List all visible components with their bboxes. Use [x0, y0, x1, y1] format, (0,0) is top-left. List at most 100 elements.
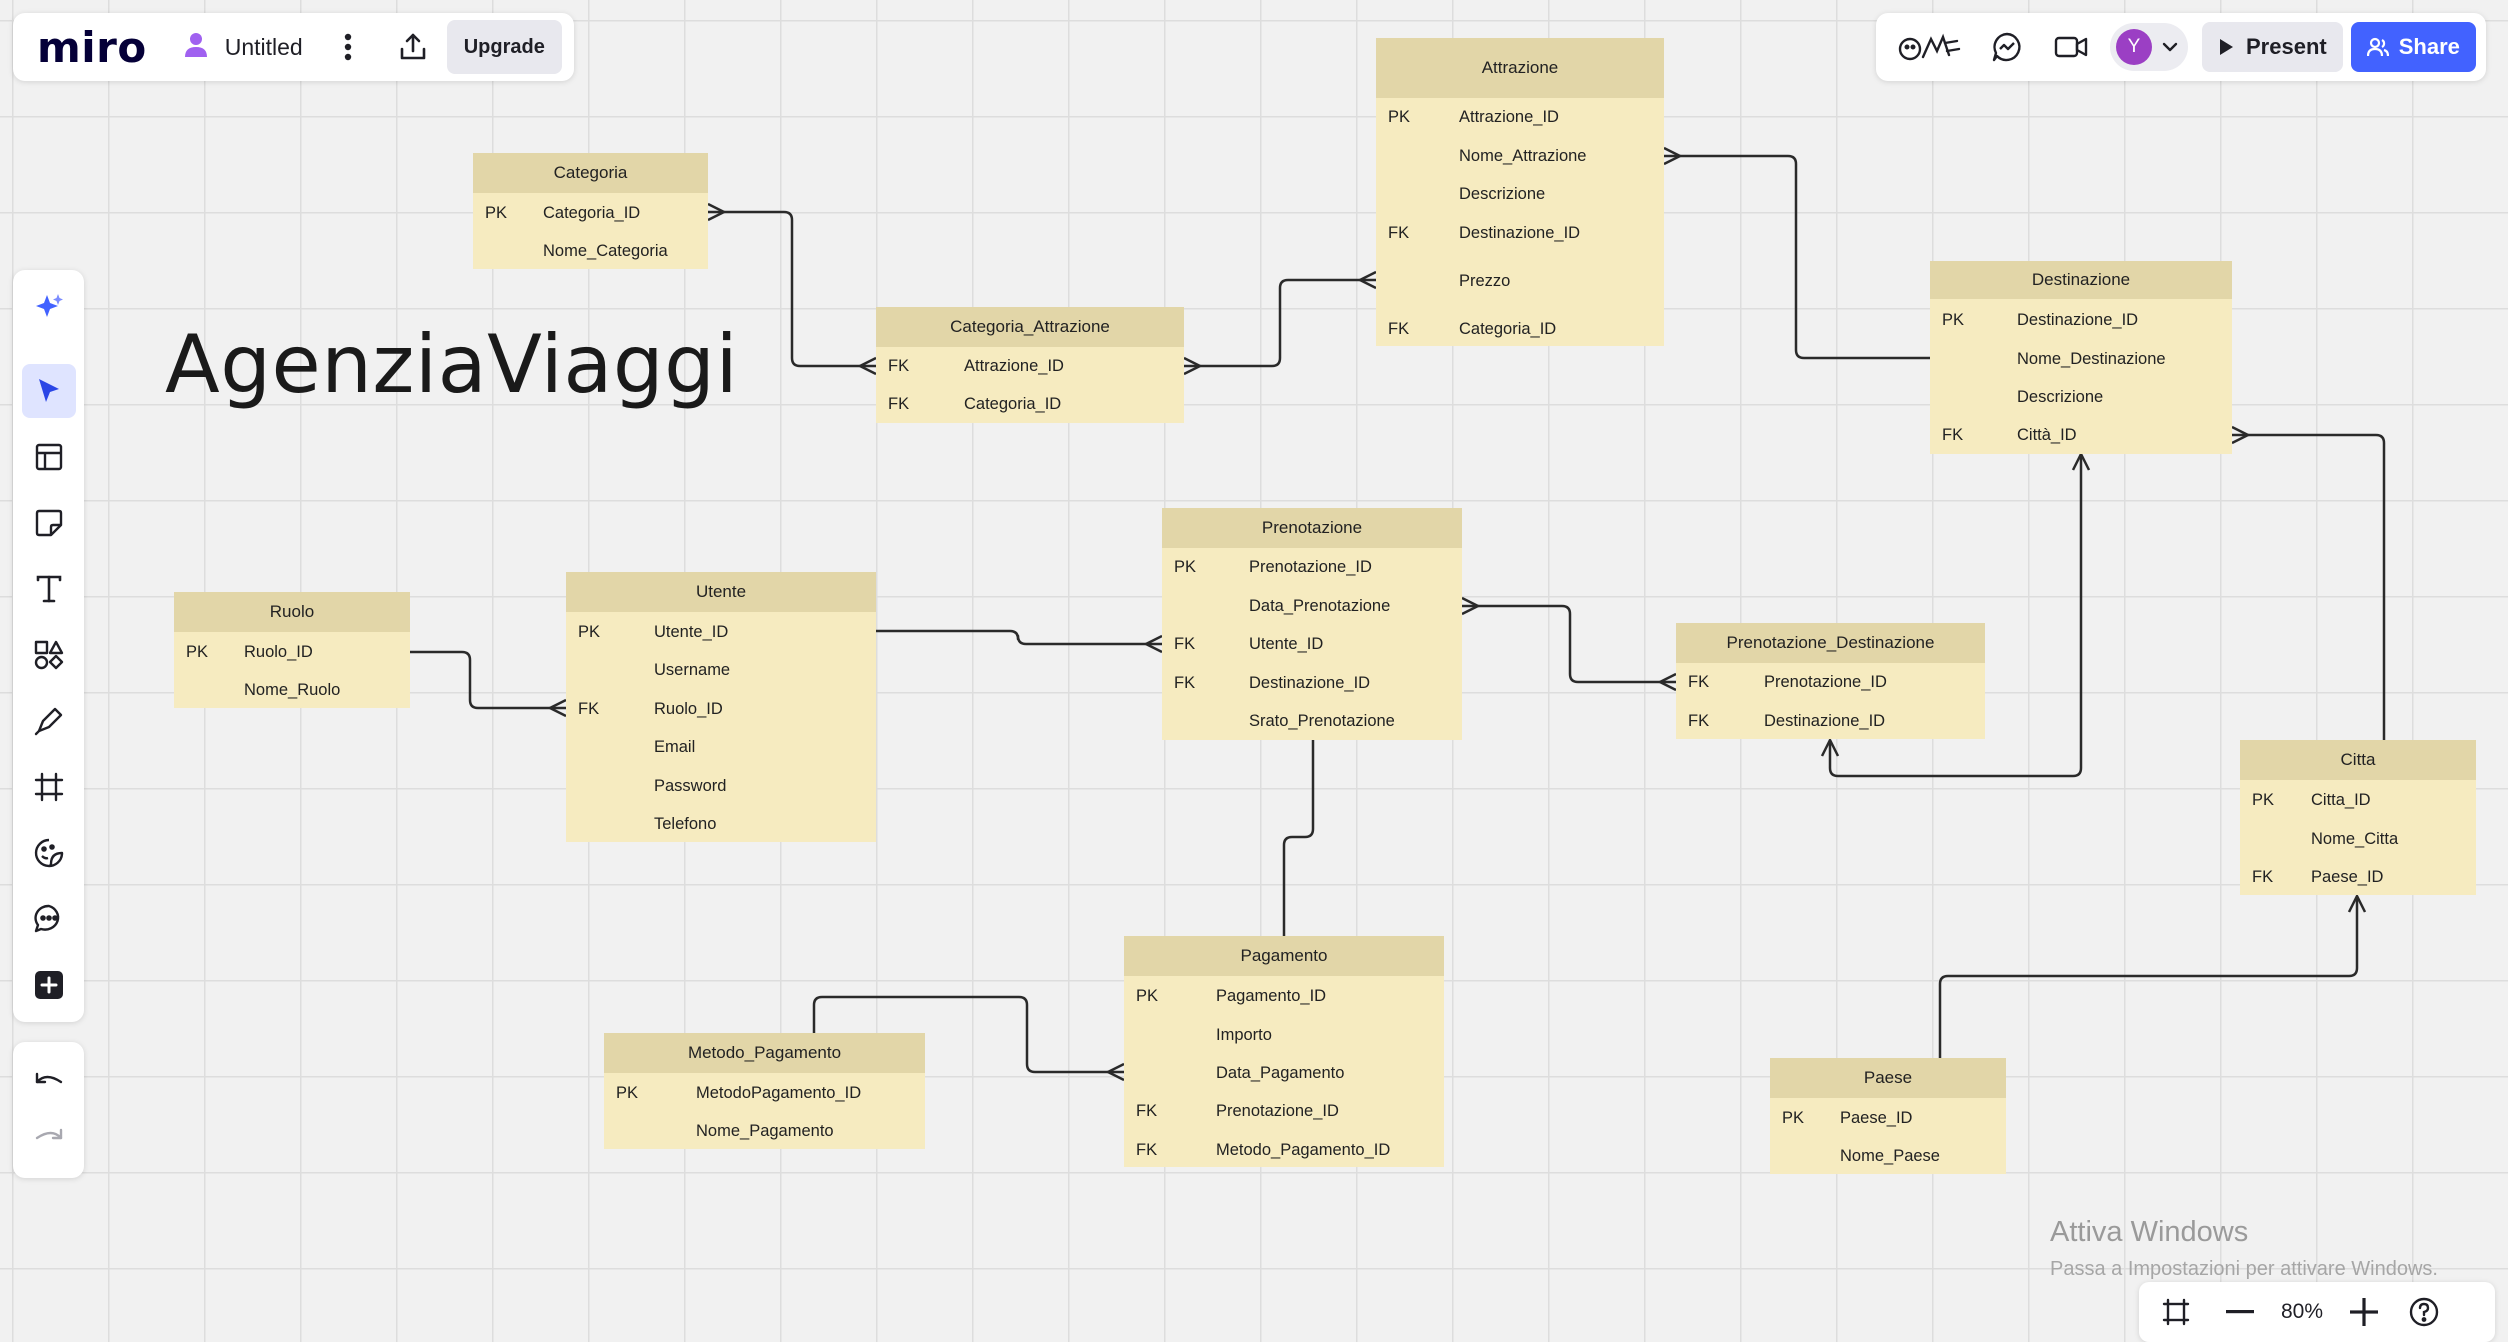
entity-citta[interactable]: Citta PK Citta_ID Nome_Citta FK Paese_ID — [2240, 740, 2476, 895]
key-label: PK — [1388, 108, 1411, 126]
connector-attrazione-destinazione[interactable] — [1664, 154, 1930, 360]
connector-utente-prenotazione[interactable] — [876, 629, 1162, 646]
zoom-out-icon[interactable] — [2215, 1287, 2265, 1337]
entity-row: FK Categoria_ID — [1376, 317, 1664, 341]
upgrade-button[interactable]: Upgrade — [446, 20, 562, 74]
connector-prenotazione-prenotazione-destinazione[interactable] — [1462, 604, 1676, 684]
entity-attrazione[interactable]: Attrazione PK Attrazione_ID Nome_Attrazi… — [1376, 38, 1664, 346]
board-title[interactable]: Untitled — [224, 33, 303, 60]
zoom-in-icon[interactable] — [2339, 1287, 2389, 1337]
connector-citta-paese[interactable] — [1938, 896, 2359, 1058]
select-cursor-icon[interactable] — [22, 364, 76, 418]
column-name: Prenotazione_ID — [1764, 673, 1887, 691]
column-name: Srato_Prenotazione — [1249, 712, 1395, 730]
key-label: FK — [1174, 635, 1196, 653]
entity-title: Attrazione — [1376, 38, 1664, 98]
entity-row: PK MetodoPagamento_ID — [604, 1081, 925, 1105]
crowfoot-marker — [1461, 596, 1480, 616]
connector-prenotazione-pagamento[interactable] — [1282, 740, 1315, 936]
zoom-level[interactable]: 80% — [2280, 1300, 2324, 1323]
entity-row: Nome_Categoria — [473, 239, 708, 263]
entity-categoria-attrazione[interactable]: Categoria_Attrazione FK Attrazione_ID FK… — [876, 307, 1184, 423]
miro-logo[interactable]: miro — [37, 22, 147, 72]
entity-row: Telefono — [566, 812, 876, 836]
board-owner-icon — [183, 31, 209, 64]
entity-row: Username — [566, 658, 876, 682]
connector-ruolo-utente[interactable] — [410, 650, 566, 710]
entity-title: Categoria_Attrazione — [876, 307, 1184, 347]
column-name: Descrizione — [2017, 388, 2104, 406]
entity-paese[interactable]: Paese PK Paese_ID Nome_Paese — [1770, 1058, 2006, 1174]
pen-icon[interactable] — [22, 694, 76, 748]
chevron-down-icon[interactable] — [2162, 42, 2178, 52]
comment-icon[interactable] — [22, 892, 76, 946]
present-button[interactable]: Present — [2202, 22, 2343, 72]
entity-row: Email — [566, 735, 876, 759]
chat-icon[interactable] — [1984, 24, 2030, 70]
entity-row: PK Attrazione_ID — [1376, 105, 1664, 129]
column-name: Ruolo_ID — [654, 700, 723, 718]
entity-row: Nome_Paese — [1770, 1144, 2006, 1168]
export-icon[interactable] — [393, 27, 433, 67]
entity-row: FK Prenotazione_ID — [1124, 1099, 1444, 1123]
entity-row: FK Città_ID — [1930, 423, 2232, 447]
entity-prenotazione[interactable]: Prenotazione PK Prenotazione_ID Data_Pre… — [1162, 508, 1462, 740]
left-toolbar — [13, 270, 84, 1022]
users-icon — [2366, 37, 2389, 57]
key-label: PK — [1174, 558, 1197, 576]
entity-row: FK Utente_ID — [1162, 632, 1462, 656]
redo-icon[interactable] — [22, 1112, 76, 1166]
key-label: FK — [888, 395, 910, 413]
entity-utente[interactable]: Utente PK Utente_ID Username FK Ruolo_ID… — [566, 572, 876, 842]
entity-prenotazione-destinazione[interactable]: Prenotazione_Destinazione FK Prenotazion… — [1676, 623, 1985, 739]
key-label: PK — [1782, 1109, 1805, 1127]
column-name: Password — [654, 777, 727, 795]
collaborators-menu[interactable]: Y — [2110, 23, 2188, 71]
entity-title: Paese — [1770, 1058, 2006, 1098]
crowfoot-marker — [1358, 270, 1377, 290]
column-name: Utente_ID — [1249, 635, 1324, 653]
entity-ruolo[interactable]: Ruolo PK Ruolo_ID Nome_Ruolo — [174, 592, 410, 708]
entity-metodo-pagamento[interactable]: Metodo_Pagamento PK MetodoPagamento_ID N… — [604, 1033, 925, 1149]
column-name: Destinazione_ID — [1249, 674, 1371, 692]
share-button[interactable]: Share — [2350, 22, 2476, 72]
crowfoot-marker — [2071, 452, 2091, 471]
column-name: Destinazione_ID — [1764, 712, 1886, 730]
undo-icon[interactable] — [22, 1056, 76, 1110]
more-options-icon[interactable] — [333, 27, 363, 67]
avatar[interactable]: Y — [2116, 29, 2152, 65]
templates-icon[interactable] — [22, 430, 76, 484]
stickers-icon[interactable] — [22, 826, 76, 880]
column-name: Categoria_ID — [543, 204, 641, 222]
play-icon — [2220, 39, 2233, 55]
frame-icon[interactable] — [22, 760, 76, 814]
connector-destinazione-prenotazione-destinazione[interactable] — [1828, 454, 2083, 778]
reactions-icon[interactable] — [1894, 24, 1966, 70]
entity-row: FK Paese_ID — [2240, 865, 2476, 889]
connector-categoria-categoria-attrazione[interactable] — [708, 210, 876, 368]
board-heading-text[interactable]: AgenziaViaggi — [165, 318, 739, 411]
key-label: FK — [1688, 712, 1710, 730]
video-call-icon[interactable] — [2048, 24, 2094, 70]
connector-categoria-attrazione-attrazione[interactable] — [1184, 278, 1376, 368]
sticky-note-icon[interactable] — [22, 496, 76, 550]
column-name: Data_Pagamento — [1216, 1064, 1345, 1082]
text-icon[interactable] — [22, 562, 76, 616]
key-label: PK — [1136, 987, 1159, 1005]
top-left-toolbar: miro Untitled Upgrade — [13, 13, 574, 81]
entity-title: Prenotazione_Destinazione — [1676, 623, 1985, 663]
column-name: Nome_Attrazione — [1459, 147, 1587, 165]
column-name: Nome_Pagamento — [696, 1122, 834, 1140]
column-name: Utente_ID — [654, 623, 729, 641]
fit-to-screen-icon[interactable] — [2151, 1287, 2201, 1337]
ai-sparkle-icon[interactable] — [22, 280, 76, 334]
entity-pagamento[interactable]: Pagamento PK Pagamento_ID Importo Data_P… — [1124, 936, 1444, 1167]
connector-metodo-pagamento-pagamento[interactable] — [812, 995, 1124, 1074]
connector-destinazione-citta[interactable] — [2232, 433, 2386, 740]
key-label: FK — [1136, 1102, 1158, 1120]
shapes-icon[interactable] — [22, 628, 76, 682]
entity-destinazione[interactable]: Destinazione PK Destinazione_ID Nome_Des… — [1930, 261, 2232, 454]
help-icon[interactable] — [2399, 1287, 2449, 1337]
more-apps-icon[interactable] — [22, 958, 76, 1012]
entity-categoria[interactable]: Categoria PK Categoria_ID Nome_Categoria — [473, 153, 708, 269]
